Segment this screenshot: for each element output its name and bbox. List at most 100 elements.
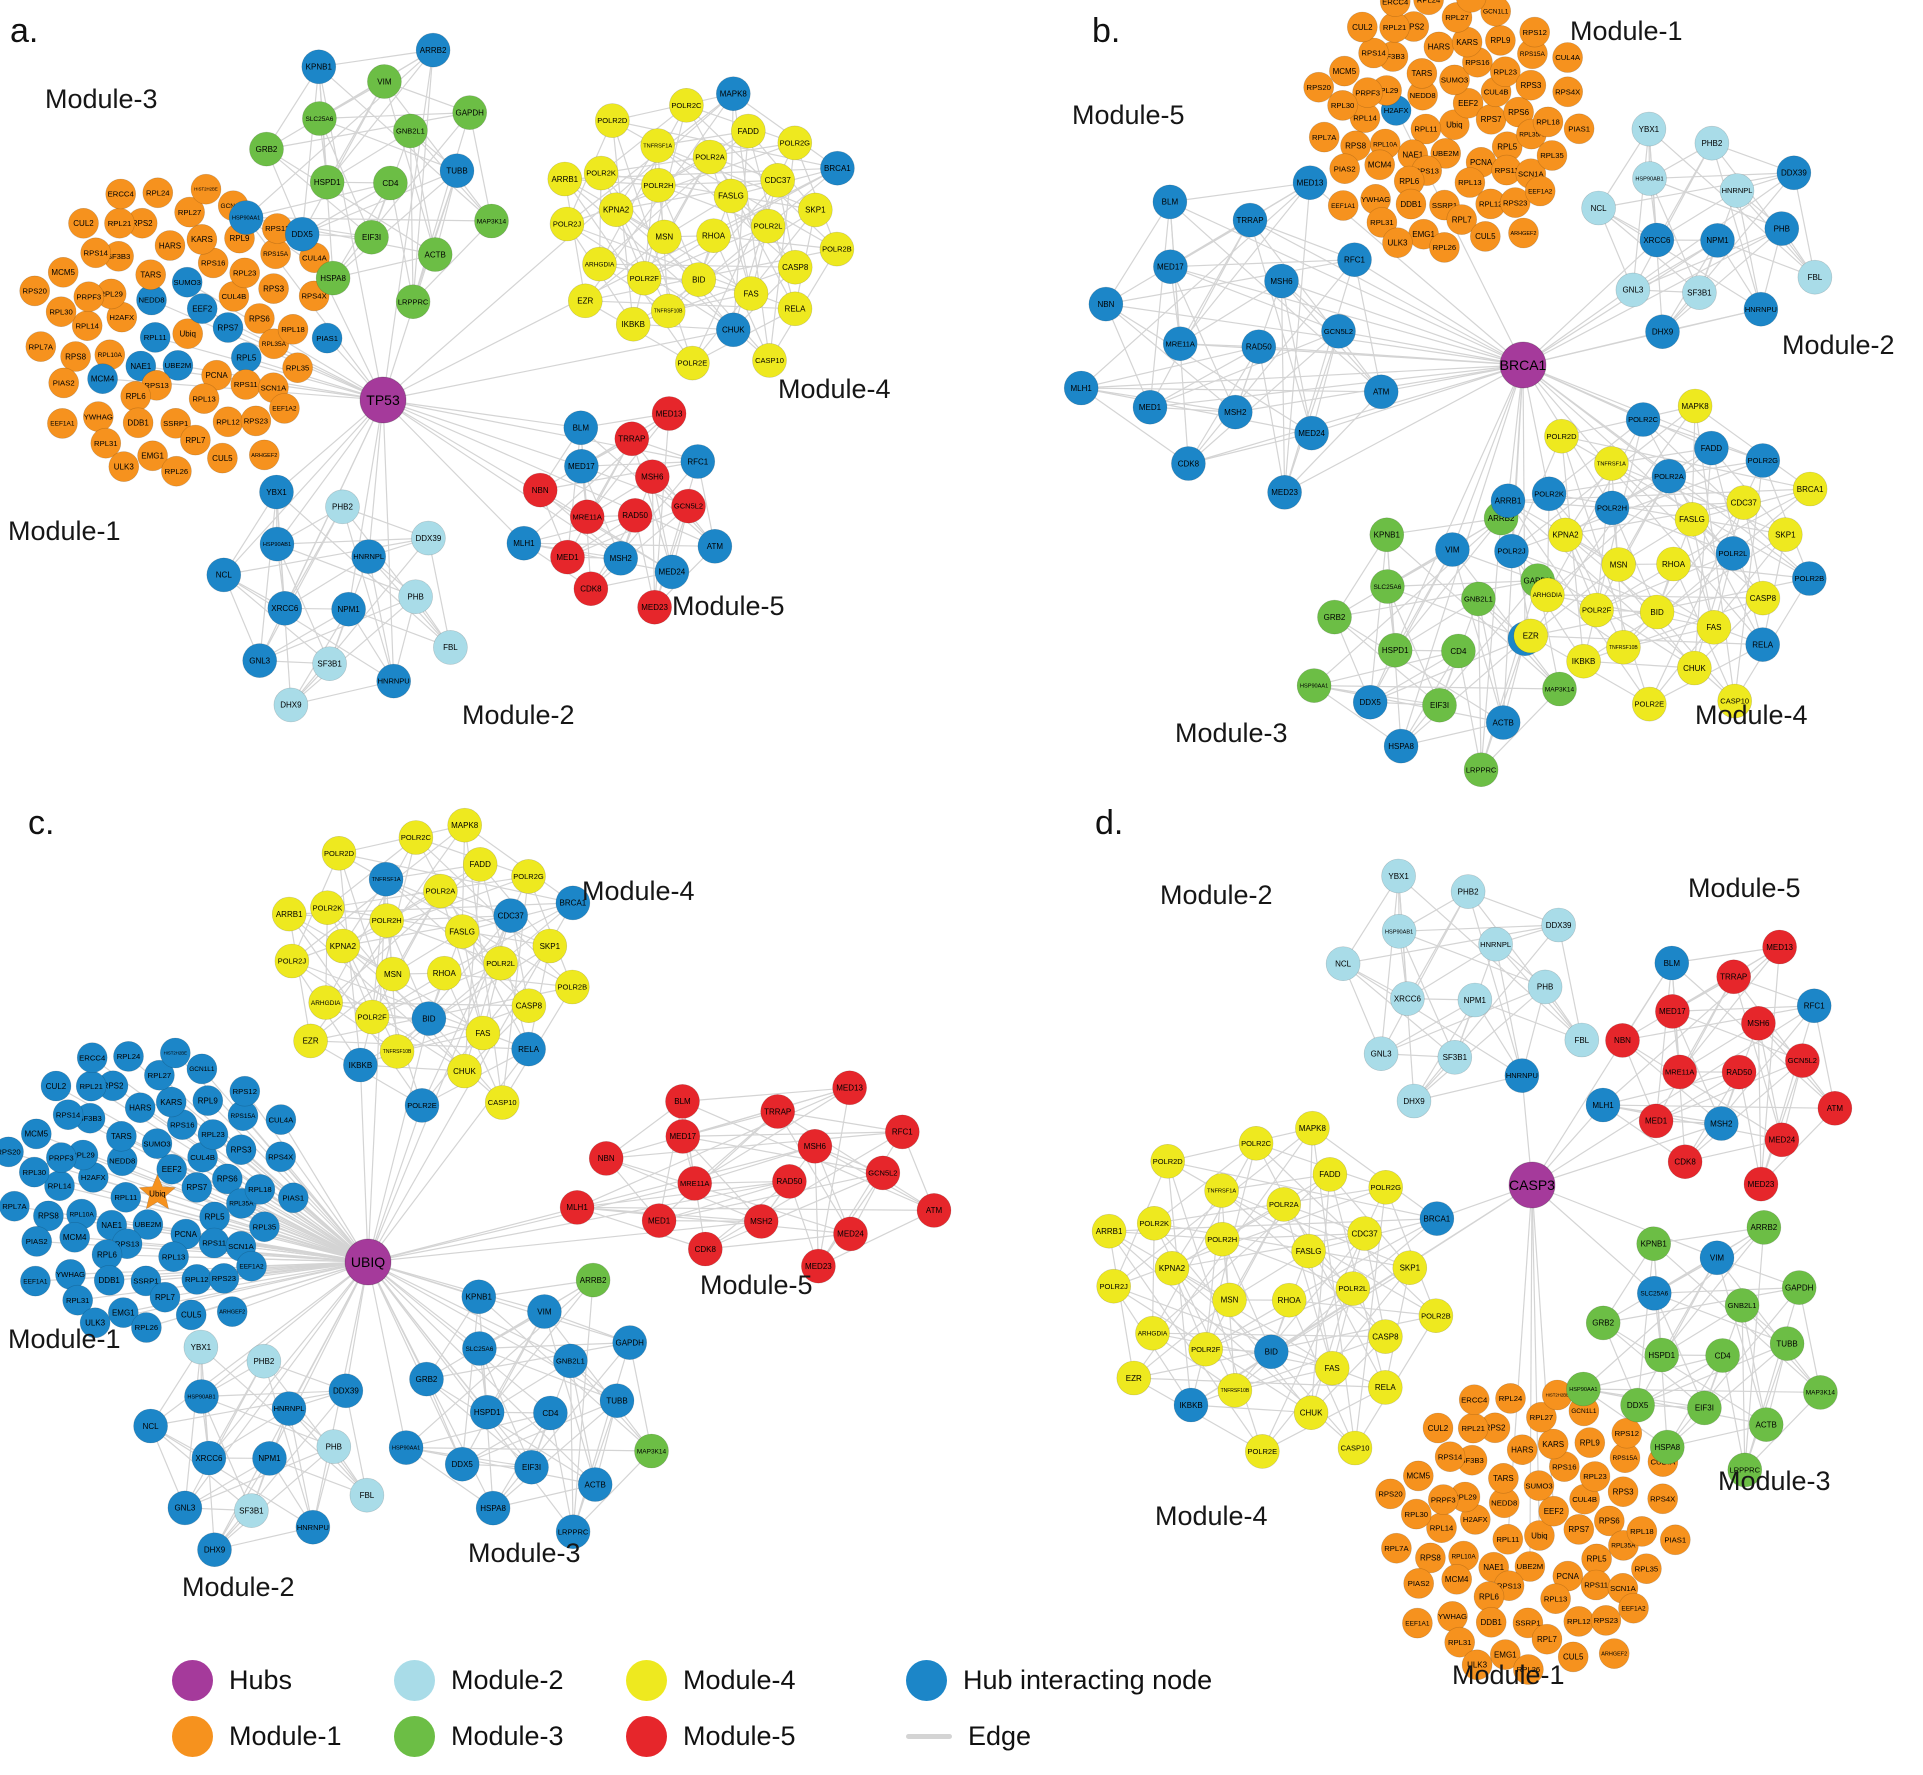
node-SKP1: SKP1 xyxy=(1768,517,1803,552)
node-label: GRB2 xyxy=(416,1375,438,1384)
node-label: GCN5L2 xyxy=(1788,1056,1817,1065)
gene-node-circle xyxy=(369,903,405,938)
node-label: RPS2 xyxy=(1403,22,1424,31)
node-label: GCN1L1 xyxy=(189,1066,215,1073)
node-label: CD4 xyxy=(1715,1351,1732,1360)
edge xyxy=(1757,1023,1783,1140)
gene-node-circle xyxy=(730,113,766,149)
node-label: EIF3I xyxy=(1430,701,1449,710)
node-LRPPRC: LRPPRC xyxy=(1463,752,1499,788)
node-RPL7A: RPL7A xyxy=(1308,121,1340,153)
edge xyxy=(1149,201,1171,408)
node-label: FASLG xyxy=(1679,515,1705,524)
edge xyxy=(184,1446,335,1509)
gene-node-circle xyxy=(1377,632,1413,668)
node-DHX9: DHX9 xyxy=(273,687,309,723)
node-RPS14: RPS14 xyxy=(80,237,111,269)
edge xyxy=(1188,432,1312,465)
node-MAP3K14: MAP3K14 xyxy=(1542,671,1577,707)
node-RPL29: RPL29 xyxy=(95,278,127,310)
node-RPS12: RPS12 xyxy=(1611,1417,1643,1449)
edge xyxy=(1602,1071,1740,1106)
gene-node-circle xyxy=(1317,599,1352,635)
node-TNFRSF1A: TNFRSF1A xyxy=(640,128,676,163)
node-GCN5L2: GCN5L2 xyxy=(865,1155,901,1191)
node-EEF2: EEF2 xyxy=(156,1153,187,1185)
node-RPL23: RPL23 xyxy=(229,257,260,289)
edge xyxy=(1598,207,1762,310)
legend-label: Module-1 xyxy=(229,1720,342,1751)
edge xyxy=(631,438,716,547)
node-MSH2: MSH2 xyxy=(1704,1106,1739,1141)
gene-node-circle xyxy=(1704,1106,1739,1141)
gene-node-circle xyxy=(1574,1427,1606,1458)
hub-edge xyxy=(367,1261,545,1313)
edge xyxy=(301,170,458,235)
gene-node-circle xyxy=(1677,650,1712,686)
node-label: POLR2L xyxy=(1719,549,1748,558)
edge xyxy=(705,1233,851,1250)
gene-node-circle xyxy=(423,873,458,909)
gene-node-circle xyxy=(665,1119,701,1154)
node-POLR2A: POLR2A xyxy=(423,873,458,909)
gene-node-circle xyxy=(797,192,833,228)
gene-node-circle xyxy=(1532,106,1564,138)
node-label: PCNA xyxy=(205,371,228,380)
node-label: MCM4 xyxy=(1368,161,1392,170)
gene-node-circle xyxy=(1769,1326,1805,1361)
gene-node-circle xyxy=(1366,207,1398,238)
edge xyxy=(1188,330,1339,464)
gene-node-circle xyxy=(21,1226,53,1257)
gene-node-circle xyxy=(1390,981,1425,1016)
gene-node-circle xyxy=(186,224,218,255)
gene-node-circle xyxy=(186,1053,218,1085)
node-GRB2: GRB2 xyxy=(249,131,284,167)
node-ULK3: ULK3 xyxy=(79,1307,111,1339)
node-RPS3: RPS3 xyxy=(258,273,289,304)
edge xyxy=(342,915,511,947)
gene-node-circle xyxy=(583,155,619,191)
node-label: RPL35 xyxy=(253,1222,277,1231)
node-label: POLR2F xyxy=(1582,606,1612,615)
node-label: DDB1 xyxy=(99,1276,121,1285)
node-label: RPL29 xyxy=(1375,86,1399,95)
node-label: MED13 xyxy=(1766,943,1793,952)
node-POLR2E: POLR2E xyxy=(1632,686,1667,722)
hub-edge xyxy=(367,879,387,1263)
node-DDB1: DDB1 xyxy=(122,407,154,439)
node-label: HARS xyxy=(1428,43,1450,52)
node-label: RPS20 xyxy=(23,287,47,296)
node-MED17: MED17 xyxy=(1153,249,1188,285)
gene-node-circle xyxy=(1368,1319,1403,1354)
edge xyxy=(814,1146,819,1267)
gene-node-circle xyxy=(1327,190,1359,221)
node-label: HSP90AB1 xyxy=(1635,176,1663,182)
edge xyxy=(301,66,320,235)
node-label: ARRB1 xyxy=(1096,1227,1123,1236)
edge xyxy=(1467,891,1583,1041)
node-label: H2AFX xyxy=(81,1173,106,1182)
edge xyxy=(150,1390,347,1427)
gene-node-circle xyxy=(1418,1298,1454,1333)
gene-node-circle xyxy=(1173,1387,1209,1423)
gene-node-circle xyxy=(59,1222,90,1253)
hub-edge xyxy=(1522,172,1795,366)
gene-node-circle xyxy=(743,1204,779,1239)
gene-node-circle xyxy=(564,448,599,484)
node-TNFRSF1A: TNFRSF1A xyxy=(1204,1173,1239,1208)
edge xyxy=(1258,346,1286,493)
gene-node-circle xyxy=(567,283,603,319)
edge xyxy=(1369,549,1453,703)
node-label: BID xyxy=(422,1014,436,1023)
node-label: ARHGEF2 xyxy=(1601,1652,1627,1658)
node-label: RPS14 xyxy=(56,1110,81,1119)
gene-node-circle xyxy=(258,273,289,304)
node-label: FADD xyxy=(1701,444,1723,453)
node-label: KPNA2 xyxy=(1552,531,1579,540)
gene-node-circle xyxy=(188,383,220,414)
gene-node-circle xyxy=(110,1182,142,1213)
gene-node-circle xyxy=(1406,58,1438,89)
gene-node-circle xyxy=(1369,517,1405,553)
node-label: CASP8 xyxy=(1372,1332,1399,1341)
node-label: EMG1 xyxy=(1412,230,1435,239)
